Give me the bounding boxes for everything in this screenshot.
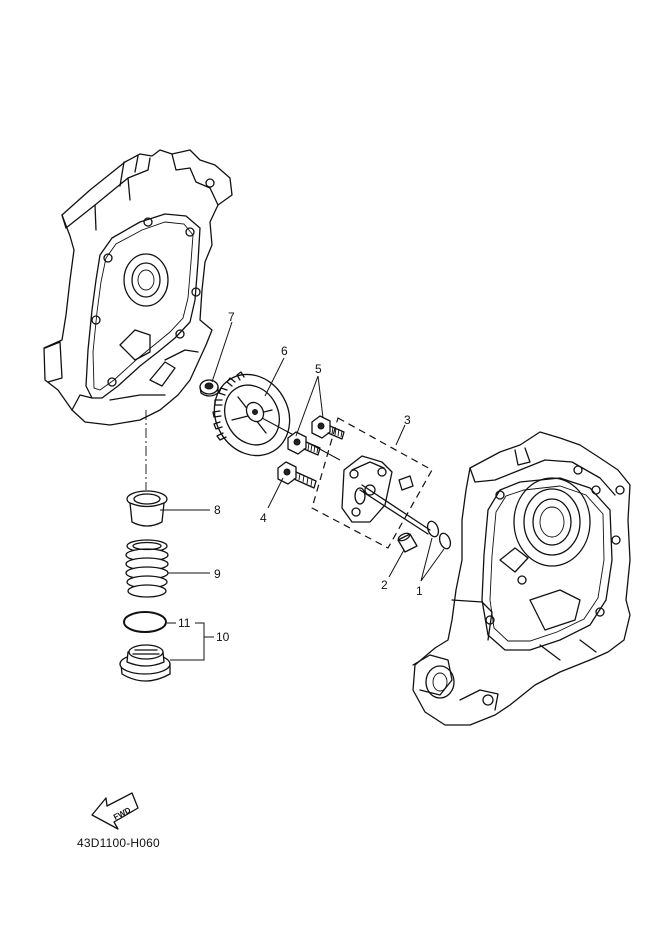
part-8-strainer bbox=[126, 490, 168, 527]
part-1-o-rings bbox=[426, 520, 452, 550]
callout-5: 5 bbox=[315, 362, 322, 376]
callout-1: 1 bbox=[416, 584, 423, 598]
right-crankcase bbox=[412, 431, 631, 726]
part-6-gear bbox=[212, 371, 291, 457]
callout-9: 9 bbox=[214, 567, 221, 581]
fwd-arrow-icon: FWD bbox=[91, 792, 139, 830]
reference-code: 43D1100-H060 bbox=[77, 836, 160, 850]
left-crankcase bbox=[43, 149, 233, 426]
part-4-bolt bbox=[277, 461, 317, 489]
part-10-drain-plug bbox=[119, 644, 171, 682]
part-2-dowel bbox=[397, 532, 418, 553]
leader-lines bbox=[160, 321, 445, 661]
callout-3: 3 bbox=[404, 413, 411, 427]
part-5-bolt-upper bbox=[311, 415, 345, 440]
part-3-oil-pump bbox=[311, 417, 433, 549]
part-11-o-ring bbox=[123, 611, 167, 633]
callout-10: 10 bbox=[216, 630, 230, 644]
part-5-bolt-lower bbox=[287, 431, 321, 456]
callout-4: 4 bbox=[260, 511, 267, 525]
callout-7: 7 bbox=[228, 310, 235, 324]
callout-8: 8 bbox=[214, 503, 221, 517]
callout-6: 6 bbox=[281, 344, 288, 358]
part-9-spring bbox=[125, 539, 169, 598]
callout-11: 11 bbox=[178, 616, 191, 630]
part-7-collar bbox=[199, 379, 219, 397]
callout-labels: 7 6 5 3 4 8 9 2 1 11 10 bbox=[178, 310, 423, 644]
callout-2: 2 bbox=[381, 578, 388, 592]
